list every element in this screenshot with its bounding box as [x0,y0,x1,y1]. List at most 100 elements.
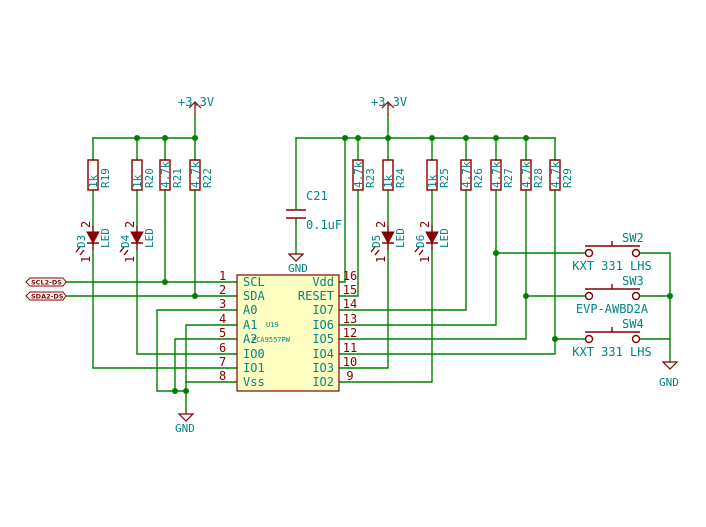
gnd-symbol-cap: GND [287,253,308,275]
switch-contact-right [631,334,641,344]
ic-pin-number: 2 [219,283,226,297]
resistor-value: 1k [426,174,439,188]
resistor-ref: R20 [143,168,156,188]
switch-contact-right [631,248,641,258]
ic-pin-number: 4 [219,312,226,326]
led-emission-arrows [119,246,129,256]
switch-ref: SW3 [622,274,644,288]
ic-part: PCA9557PW [252,336,291,344]
power-3v3-left: +3.3V [178,95,214,115]
resistor-value: 4.7k [460,161,473,188]
led-triangle [381,231,395,245]
resistor-ref: R23 [364,168,377,188]
ic-pin-5: 5 A2 [219,326,257,346]
switch-value: EVP-AWBD2A [576,302,649,316]
ic-pin-7: 7 IO1 [219,355,265,375]
resistor-body [189,159,201,191]
ic-pin-13: 13 IO6 [312,312,357,332]
ic-pin-name: IO3 [312,361,334,375]
led-triangle [86,231,100,245]
resistor-body [460,159,472,191]
resistor-ref: R29 [561,168,574,188]
ic-pin-number: 7 [219,355,226,369]
ic-pin-number: 15 [343,283,357,297]
ic-pin-name: IO1 [243,361,265,375]
switch-ref: SW4 [622,317,644,331]
ic-pin-number: 9 [346,369,353,383]
switch-contact-left [584,248,594,258]
ic-pin-name: IO6 [312,318,334,332]
ic-pin-name: SCL [243,275,265,289]
resistor-value: 4.7k [490,161,503,188]
ic-pin-name: SDA [243,289,265,303]
ic-pin-name: IO4 [312,347,334,361]
resistor-body [426,159,438,191]
ic-pin-name: IO5 [312,332,334,346]
resistor-value: 1k [87,174,100,188]
ic-pin-number: 5 [219,326,226,340]
gnd-symbol-switches: GND [659,361,679,389]
resistor-ref: R19 [99,168,112,188]
switch-value: KXT 331 LHS [572,259,651,273]
resistor-value: 1k [382,174,395,188]
ic-pin-number: 13 [343,312,357,326]
svg-text:+3.3V: +3.3V [371,95,407,109]
switch-actuator [585,327,640,333]
resistor-body [159,159,171,191]
svg-text:0.1uF: 0.1uF [306,218,342,232]
led-pin-anode: 2 [123,221,137,228]
resistor-value: 4.7k [159,161,172,188]
switch-actuator [585,284,640,290]
resistor-ref: R26 [472,168,485,188]
resistor-ref: R28 [532,168,545,188]
led-bar [131,226,143,250]
resistor-body [490,159,502,191]
ic-pin-number: 1 [219,269,226,283]
resistor-value: 1k [131,174,144,188]
resistor-value: 4.7k [520,161,533,188]
svg-text:C21: C21 [306,189,328,203]
resistor-value: 4.7k [549,161,562,188]
led-pin-cathode: 1 [79,256,93,263]
switch-value: KXT 331 LHS [572,345,651,359]
ic-pin-number: 3 [219,297,226,311]
led-pin-cathode: 1 [374,256,388,263]
led-bar [87,226,99,250]
switch-contact-left [584,334,594,344]
led-ref: D5 [370,235,383,248]
led-pin-anode: 2 [374,221,388,228]
power-3v3-right: +3.3V [371,95,407,115]
resistor-value: 4.7k [352,161,365,188]
ic-pin-name: A2 [243,332,257,346]
svg-text:+3.3V: +3.3V [178,95,214,109]
net-label-scl: SCL2-DS [25,277,67,287]
led-ref: D6 [414,235,427,248]
ic-pin-name: IO0 [243,347,265,361]
resistor-body [549,159,561,191]
resistor-body [131,159,143,191]
ic-pin-number: 8 [219,369,226,383]
ic-pin-number: 12 [343,326,357,340]
led-value: LED [99,228,112,248]
ic-pin-name: IO7 [312,303,334,317]
resistor-body [520,159,532,191]
resistor-body [87,159,99,191]
